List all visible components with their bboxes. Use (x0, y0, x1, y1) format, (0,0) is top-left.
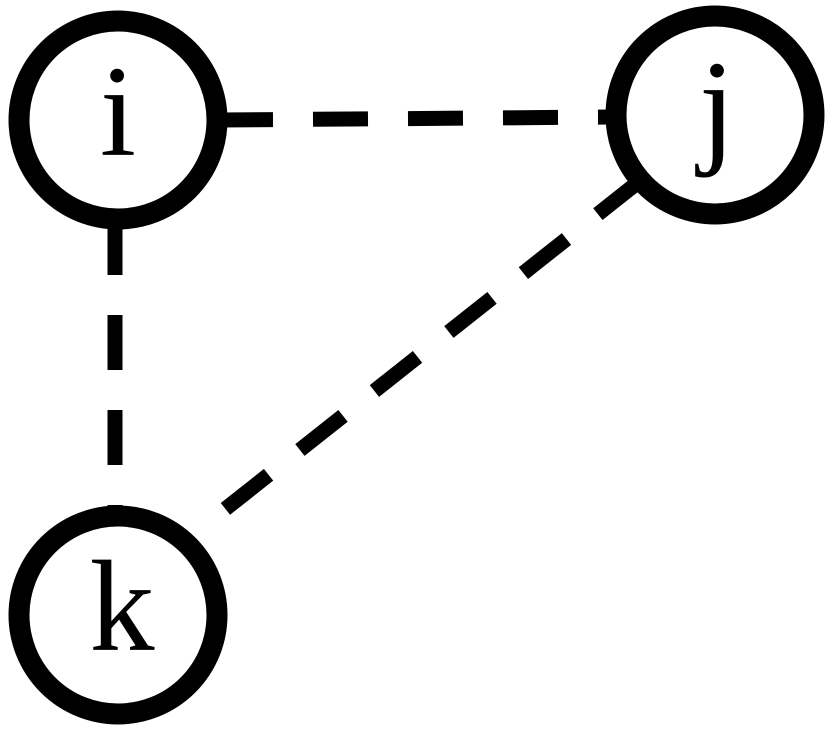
node-k[interactable]: k (8, 505, 228, 725)
edge-i-j[interactable] (217, 109, 617, 128)
node-k-circle[interactable] (8, 505, 228, 725)
node-i-circle[interactable] (8, 10, 228, 230)
node-k-label: k (90, 535, 155, 679)
edge-layer (107, 109, 646, 539)
node-j-circle[interactable] (605, 5, 825, 225)
node-i[interactable]: i (8, 10, 228, 230)
node-i-label: i (100, 40, 136, 184)
edge-j-k[interactable] (190, 174, 646, 539)
node-j-label: j (695, 35, 735, 179)
node-j[interactable]: j (605, 5, 825, 225)
